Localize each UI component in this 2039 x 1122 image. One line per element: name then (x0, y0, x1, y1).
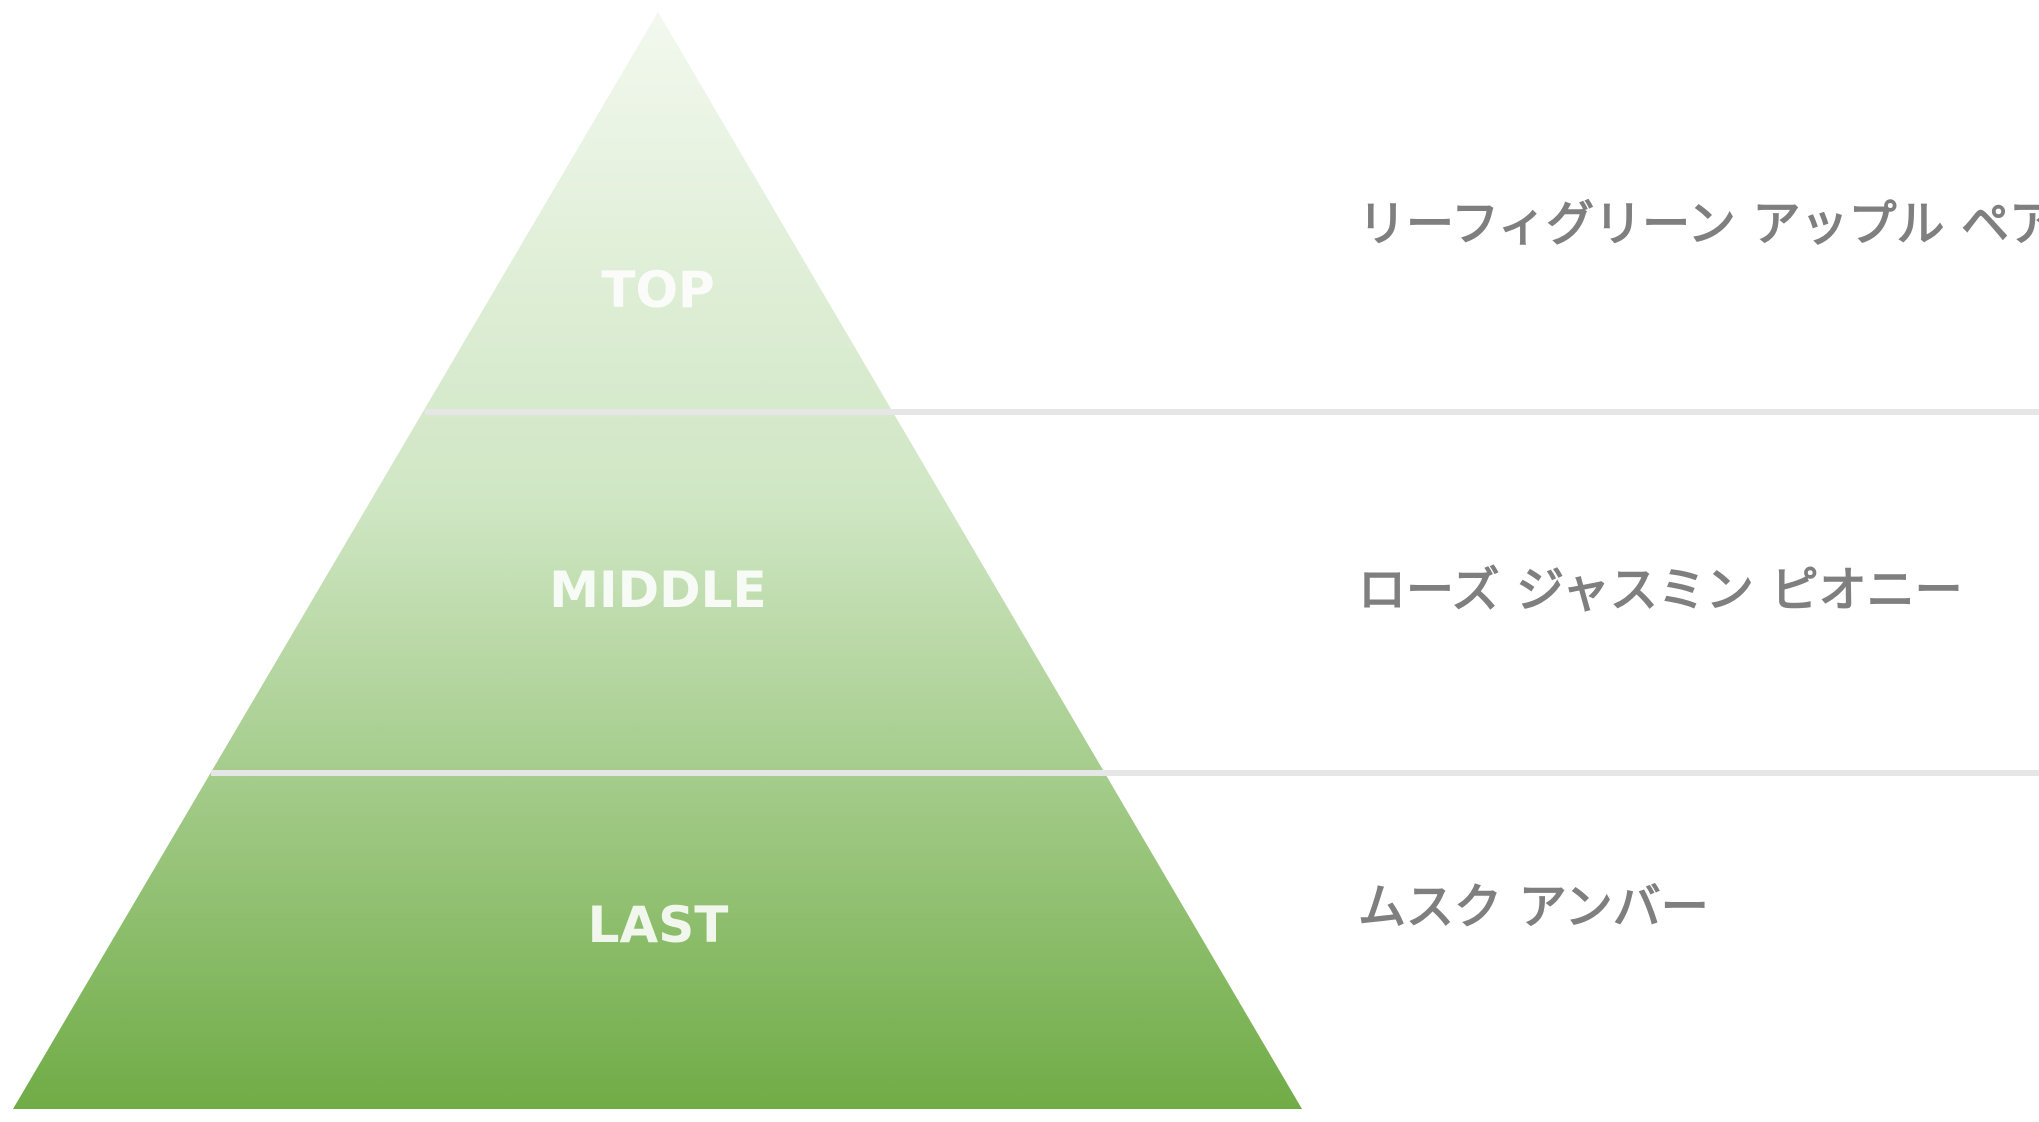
tier-label-last: LAST (588, 896, 729, 954)
middle-notes-text: ローズ ジャスミン ピオニー (1358, 562, 1963, 618)
tier-label-top: TOP (601, 261, 714, 319)
pyramid-triangle (13, 12, 1302, 1109)
top-notes-text: リーフィグリーン アップル ペアー (1358, 196, 2039, 252)
tier-label-middle: MIDDLE (549, 561, 766, 619)
last-notes-text: ムスク アンバー (1358, 879, 1709, 935)
